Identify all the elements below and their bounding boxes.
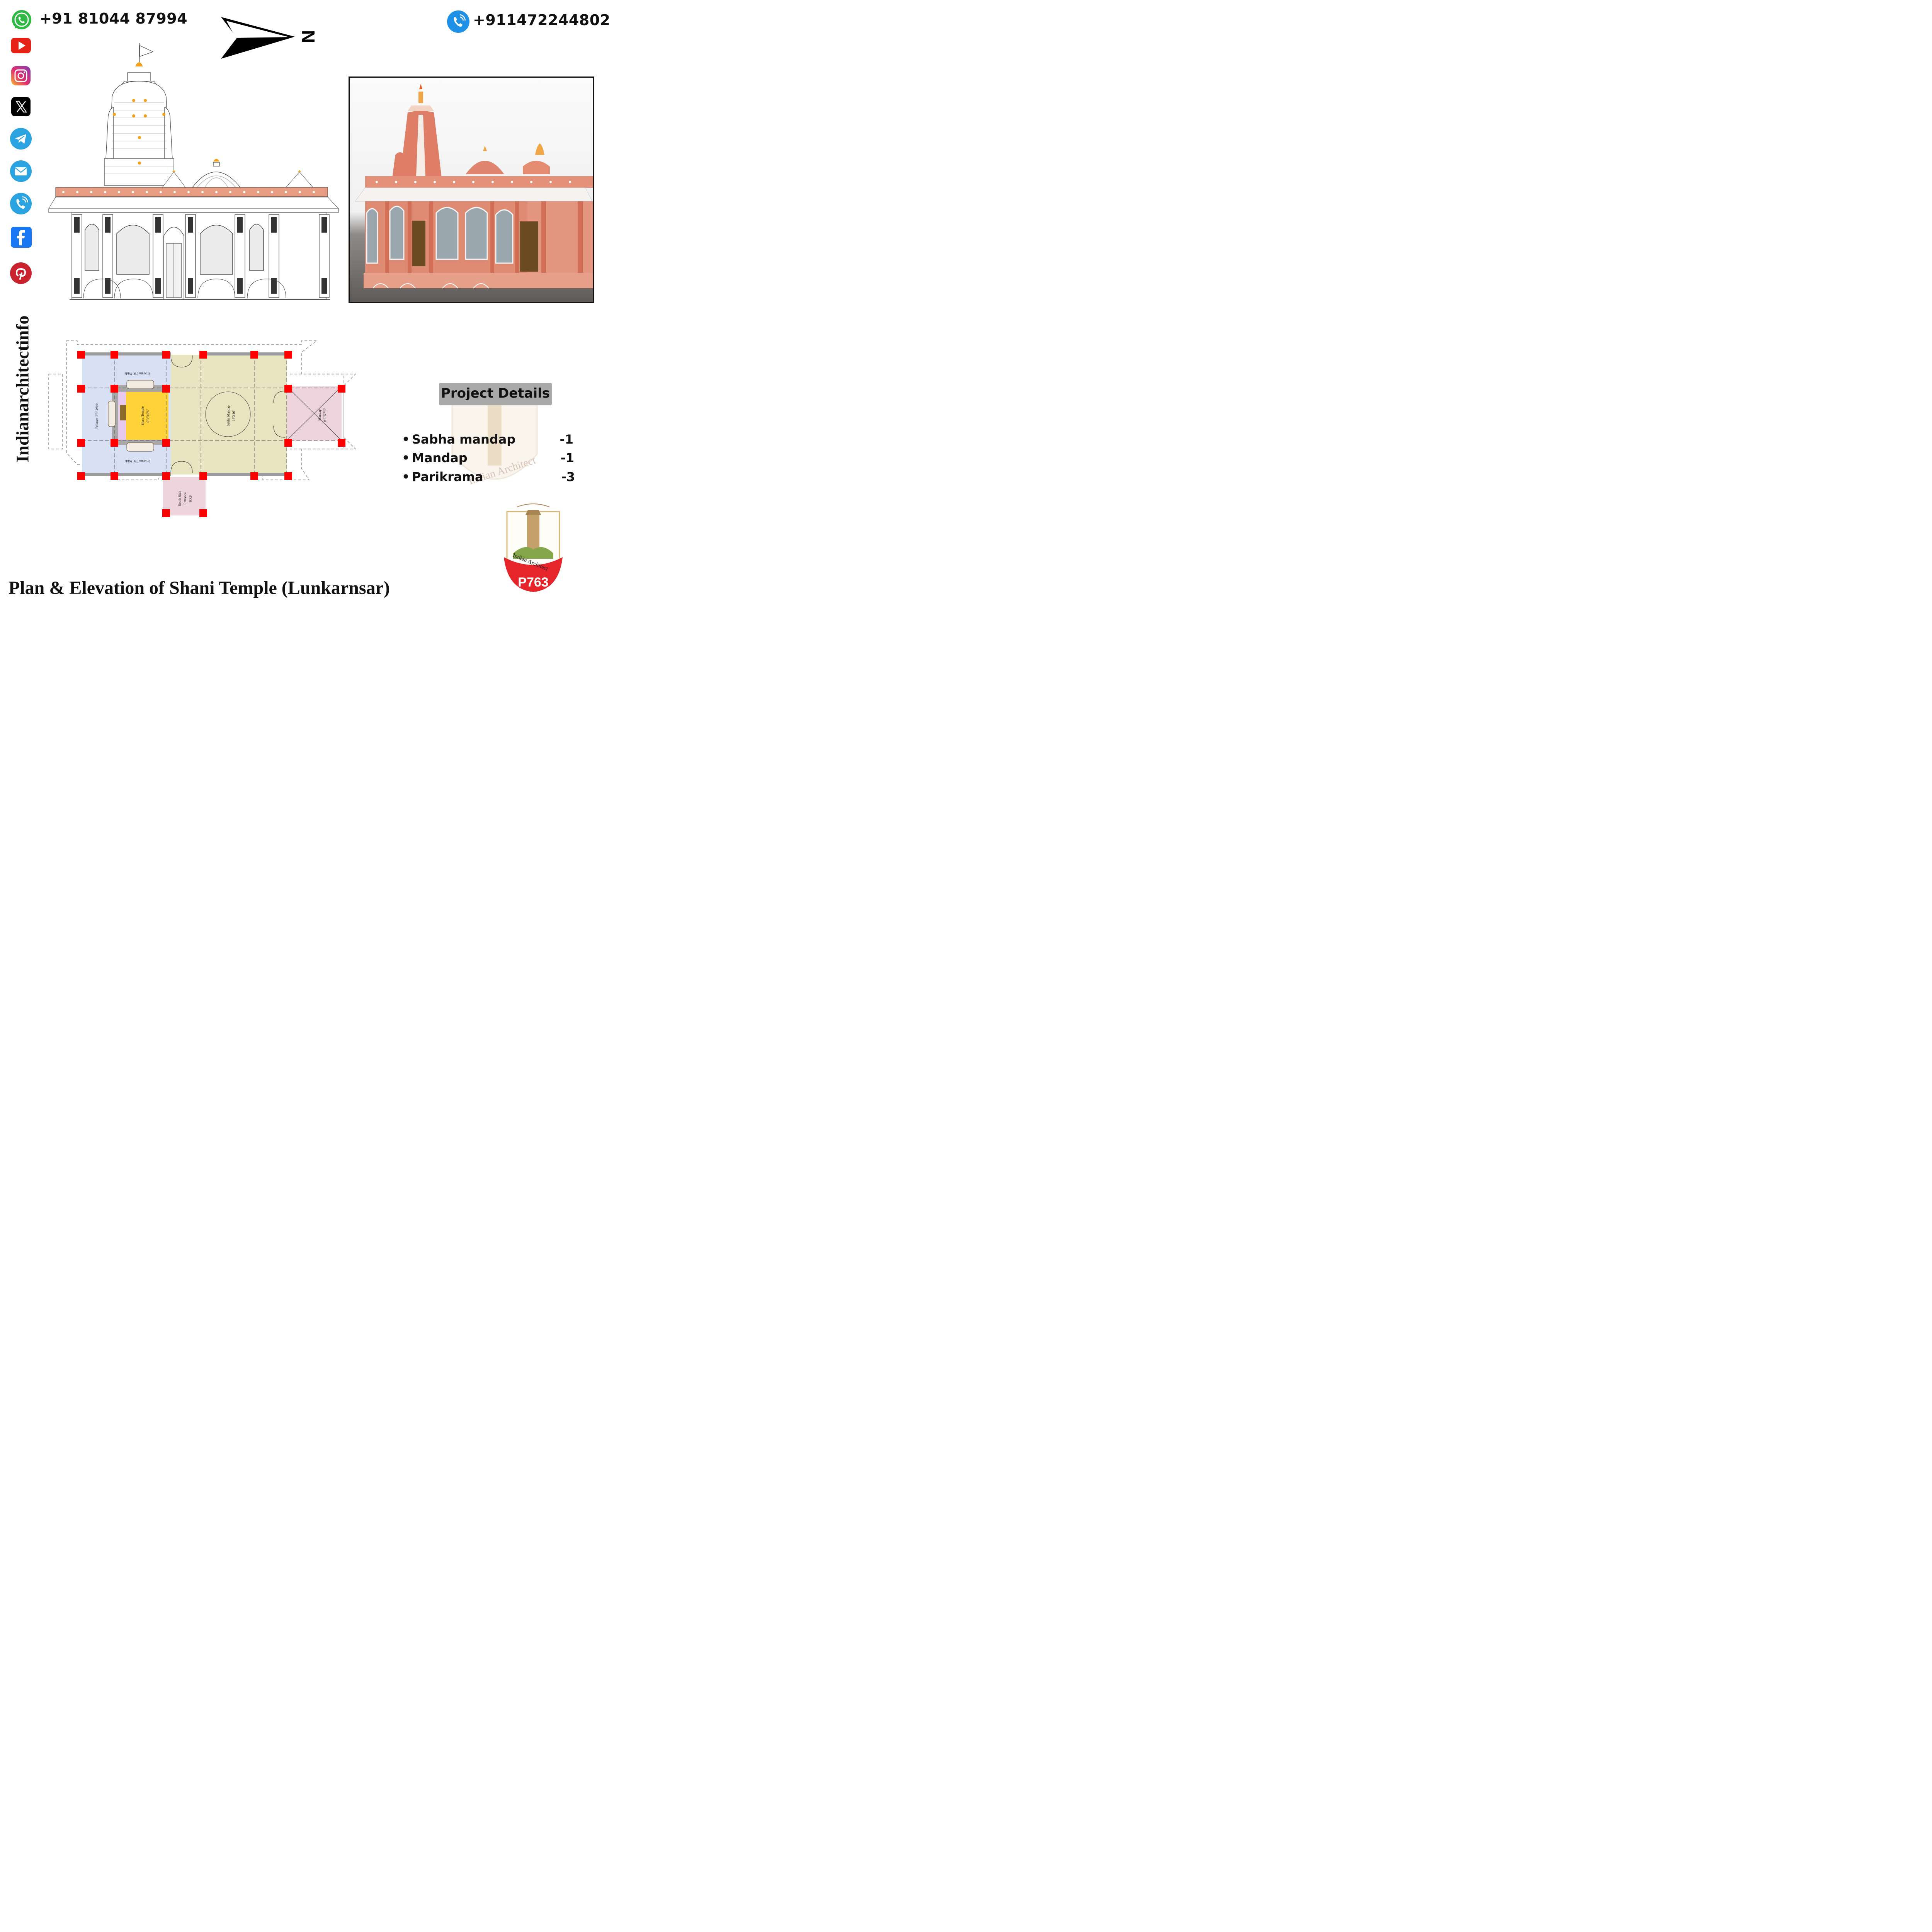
project-detail-item: • Mandap -1 bbox=[402, 451, 576, 468]
page-title: Plan & Elevation of Shani Temple (Lunkar… bbox=[9, 578, 390, 598]
temple-3d-render bbox=[349, 77, 594, 303]
temple-floor-plan: Prikram 3'9" Wide Prikram 3'9" Wide Prik… bbox=[48, 340, 356, 517]
bullet-icon: • bbox=[402, 432, 410, 447]
phone-call-icon bbox=[447, 10, 469, 33]
detail-value: -1 bbox=[560, 451, 574, 465]
ornamental-band bbox=[55, 187, 328, 197]
telegram-icon[interactable] bbox=[10, 128, 32, 150]
detail-label: Sabha mandap bbox=[412, 432, 516, 447]
render-windows bbox=[366, 206, 514, 264]
project-detail-item: • Parikrama -3 bbox=[402, 469, 576, 486]
phone-icon[interactable] bbox=[10, 192, 32, 215]
x-icon[interactable] bbox=[10, 96, 32, 118]
temple-elevation-drawing bbox=[48, 43, 339, 300]
indian-architect-badge-logo[interactable]: Indian Architect P763 bbox=[502, 499, 565, 594]
email-icon[interactable] bbox=[10, 160, 32, 182]
sabha-mandap-zone bbox=[171, 355, 287, 474]
bullet-icon: • bbox=[402, 469, 410, 484]
shani-temple-sanctum bbox=[118, 392, 168, 440]
render-illustration bbox=[355, 84, 593, 289]
detail-value: -1 bbox=[560, 432, 573, 447]
label-mandap: Mandap bbox=[318, 409, 321, 421]
label-shani-size: 6'3"X6'6" bbox=[146, 409, 150, 422]
north-letter: N bbox=[298, 30, 318, 43]
pinterest-icon[interactable] bbox=[10, 262, 32, 284]
central-dome bbox=[192, 162, 241, 188]
label-south-entrance-size: 6'X6' bbox=[189, 495, 192, 502]
label-south-entrance-1: South Side bbox=[178, 491, 182, 506]
vertical-brand-name: Indianarchitectinfo bbox=[12, 315, 32, 463]
bullet-icon: • bbox=[402, 451, 410, 465]
render-shikhara bbox=[392, 84, 442, 178]
detail-value: -3 bbox=[561, 469, 575, 484]
label-prikram-bottom: Prikram 3'9" Wide bbox=[125, 459, 151, 463]
whatsapp-icon bbox=[12, 10, 31, 29]
jali-windows bbox=[85, 224, 264, 275]
shikhara-spire bbox=[104, 72, 174, 186]
instagram-icon[interactable] bbox=[10, 65, 32, 87]
south-entrance-zone bbox=[163, 477, 206, 515]
detail-label: Parikrama bbox=[412, 469, 483, 484]
label-sabha-size: 16'X16' bbox=[232, 410, 236, 421]
facebook-icon[interactable] bbox=[10, 226, 32, 248]
plan-pillars bbox=[77, 351, 345, 517]
main-door bbox=[163, 226, 184, 300]
label-sabha-mandap: Sabha Mandap bbox=[226, 405, 230, 426]
badge-code: P763 bbox=[518, 575, 548, 590]
phone-number[interactable]: +911472244802 bbox=[473, 12, 611, 29]
north-arrow-icon: N bbox=[221, 17, 318, 59]
flag-finial bbox=[135, 43, 154, 66]
label-south-entrance-2: Entrance bbox=[183, 492, 187, 505]
whatsapp-number[interactable]: +91 81044 87994 bbox=[39, 10, 188, 27]
detail-label: Mandap bbox=[412, 451, 468, 465]
project-detail-item: • Sabha mandap -1 bbox=[402, 432, 576, 449]
project-details-heading: Project Details bbox=[439, 383, 552, 405]
label-mandap-size: 8'6"X7'6" bbox=[323, 408, 327, 422]
youtube-icon[interactable] bbox=[10, 35, 32, 57]
label-prikram-top: Prikram 3'9" Wide bbox=[125, 372, 151, 376]
label-prikram-left: Prikram 3'9" Wide bbox=[95, 403, 99, 429]
label-shani-temple: Shani Temple bbox=[141, 406, 145, 425]
